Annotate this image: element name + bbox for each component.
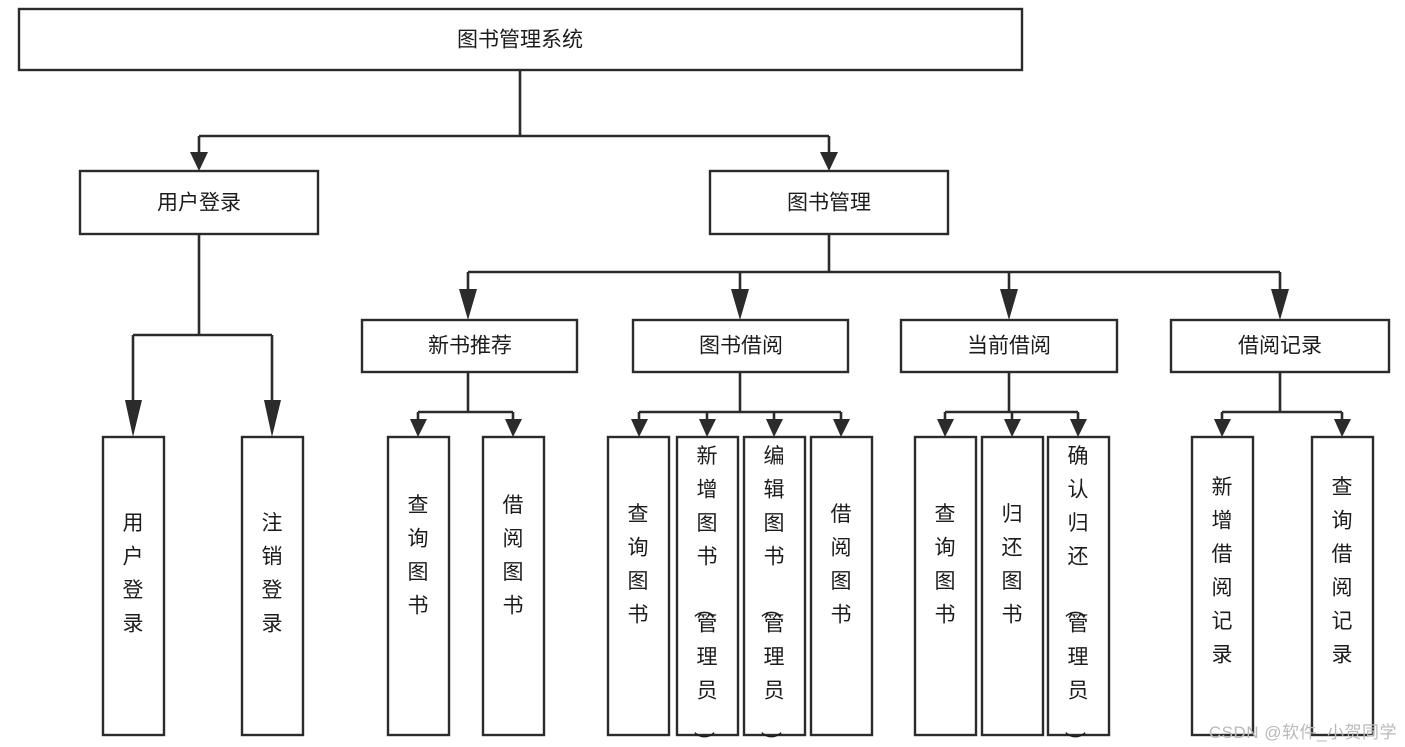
node-user-login-box[interactable] <box>78 169 320 236</box>
node-borrow-record-box[interactable] <box>1169 318 1391 374</box>
arrow-userlogin-leaf1 <box>125 400 142 437</box>
node-current-borrow[interactable]: 当前借阅 <box>899 318 1119 374</box>
arrow-bookmgmt-c3 <box>1000 289 1018 320</box>
leaf-newbook-query-box[interactable] <box>386 435 451 737</box>
leaf-newbook-borrow-label: 借阅图书 <box>503 494 524 618</box>
leaf-user-login-label: 用户登录 <box>123 512 144 636</box>
node-root-box[interactable] <box>17 7 1024 72</box>
node-new-book-recommend-box[interactable] <box>360 318 579 374</box>
leaf-current-query-label: 查询图书 <box>935 503 956 627</box>
arrow-borrow-l4 <box>833 419 850 437</box>
leaf-node[interactable]: 借阅图书 <box>809 435 874 737</box>
leaf-current-query-box[interactable] <box>913 435 978 737</box>
arrow-borrow-l2 <box>699 419 716 437</box>
arrow-current-l2 <box>1004 419 1021 437</box>
arrow-bookmgmt-c1 <box>459 289 477 320</box>
node-new-book-recommend[interactable]: 新书推荐 <box>360 318 579 374</box>
node-user-login[interactable]: 用户登录 <box>78 169 320 236</box>
node-current-borrow-label: 当前借阅 <box>967 335 1051 358</box>
leaf-borrow-add-box[interactable] <box>675 435 740 737</box>
node-borrow-record[interactable]: 借阅记录 <box>1169 318 1391 374</box>
node-root[interactable]: 图书管理系统 <box>17 7 1024 72</box>
leaf-node[interactable]: 查询图书 <box>606 435 671 737</box>
leaf-current-confirm-label: 确认归还（管理员） <box>1063 445 1089 747</box>
leaf-node[interactable]: 新增图书（管理员） <box>675 435 740 747</box>
leaf-node[interactable]: 新增借阅记录 <box>1190 435 1255 737</box>
leaf-logout-label: 注销登录 <box>262 512 283 636</box>
leaf-node[interactable]: 确认归还（管理员） <box>1046 435 1111 747</box>
arrow-borrow-l3 <box>766 419 783 437</box>
leaf-node[interactable]: 查询图书 <box>913 435 978 737</box>
leaf-current-return-label: 归还图书 <box>1002 503 1023 627</box>
arrow-userlogin-leaf2 <box>264 400 281 437</box>
leaf-node[interactable]: 编辑图书（管理员） <box>742 435 807 747</box>
node-user-login-label: 用户登录 <box>157 192 241 215</box>
leaf-borrow-edit-box[interactable] <box>742 435 807 737</box>
node-book-management-label: 图书管理 <box>787 192 871 215</box>
arrow-bookmgmt-c4 <box>1271 289 1289 320</box>
arrow-record-l2 <box>1334 419 1351 437</box>
leaf-borrow-query-box[interactable] <box>606 435 671 737</box>
arrow-newbook-l1 <box>410 419 427 437</box>
node-book-borrow[interactable]: 图书借阅 <box>631 318 850 374</box>
leaf-node[interactable]: 查询借阅记录 <box>1310 435 1375 737</box>
leaf-node[interactable]: 注销登录 <box>240 435 305 737</box>
arrow-current-l3 <box>1070 419 1087 437</box>
leaf-borrow-do-box[interactable] <box>809 435 874 737</box>
leaf-current-confirm-box[interactable] <box>1046 435 1111 737</box>
leaf-node[interactable]: 借阅图书 <box>481 435 546 737</box>
leaf-newbook-query-label: 查询图书 <box>408 494 429 618</box>
node-borrow-record-label: 借阅记录 <box>1238 335 1322 358</box>
arrow-newbook-l2 <box>505 419 522 437</box>
arrow-record-l1 <box>1214 419 1231 437</box>
node-current-borrow-box[interactable] <box>899 318 1119 374</box>
arrow-bookmgmt-c2 <box>731 289 749 320</box>
leaf-record-query-box[interactable] <box>1310 435 1375 737</box>
leaf-user-login-box[interactable] <box>101 435 166 737</box>
leaf-logout-box[interactable] <box>240 435 305 737</box>
node-book-management[interactable]: 图书管理 <box>708 169 950 236</box>
leaf-record-add-box[interactable] <box>1190 435 1255 737</box>
leaf-newbook-borrow-box[interactable] <box>481 435 546 737</box>
leaf-borrow-add-label: 新增图书（管理员） <box>692 445 718 747</box>
arrow-current-l1 <box>937 419 954 437</box>
leaf-borrow-query-label: 查询图书 <box>628 503 649 627</box>
node-book-borrow-label: 图书借阅 <box>699 335 783 358</box>
leaf-node[interactable]: 归还图书 <box>980 435 1045 737</box>
node-root-label: 图书管理系统 <box>457 29 583 52</box>
connector-group <box>125 70 1351 437</box>
leaf-borrow-edit-label: 编辑图书（管理员） <box>759 445 785 747</box>
leaf-borrow-do-label: 借阅图书 <box>831 503 852 627</box>
node-book-management-box[interactable] <box>708 169 950 236</box>
node-new-book-recommend-label: 新书推荐 <box>428 335 512 358</box>
leaf-record-add-label: 新增借阅记录 <box>1212 476 1233 667</box>
arrow-root-to-userlogin <box>190 152 208 171</box>
leaf-record-query-label: 查询借阅记录 <box>1332 476 1353 667</box>
node-book-borrow-box[interactable] <box>631 318 850 374</box>
arrow-borrow-l1 <box>631 419 648 437</box>
leaf-node[interactable]: 查询图书 <box>386 435 451 737</box>
arrow-root-to-bookmgmt <box>820 152 838 171</box>
leaf-node[interactable]: 用户登录 <box>101 435 166 737</box>
leaf-current-return-box[interactable] <box>980 435 1045 737</box>
